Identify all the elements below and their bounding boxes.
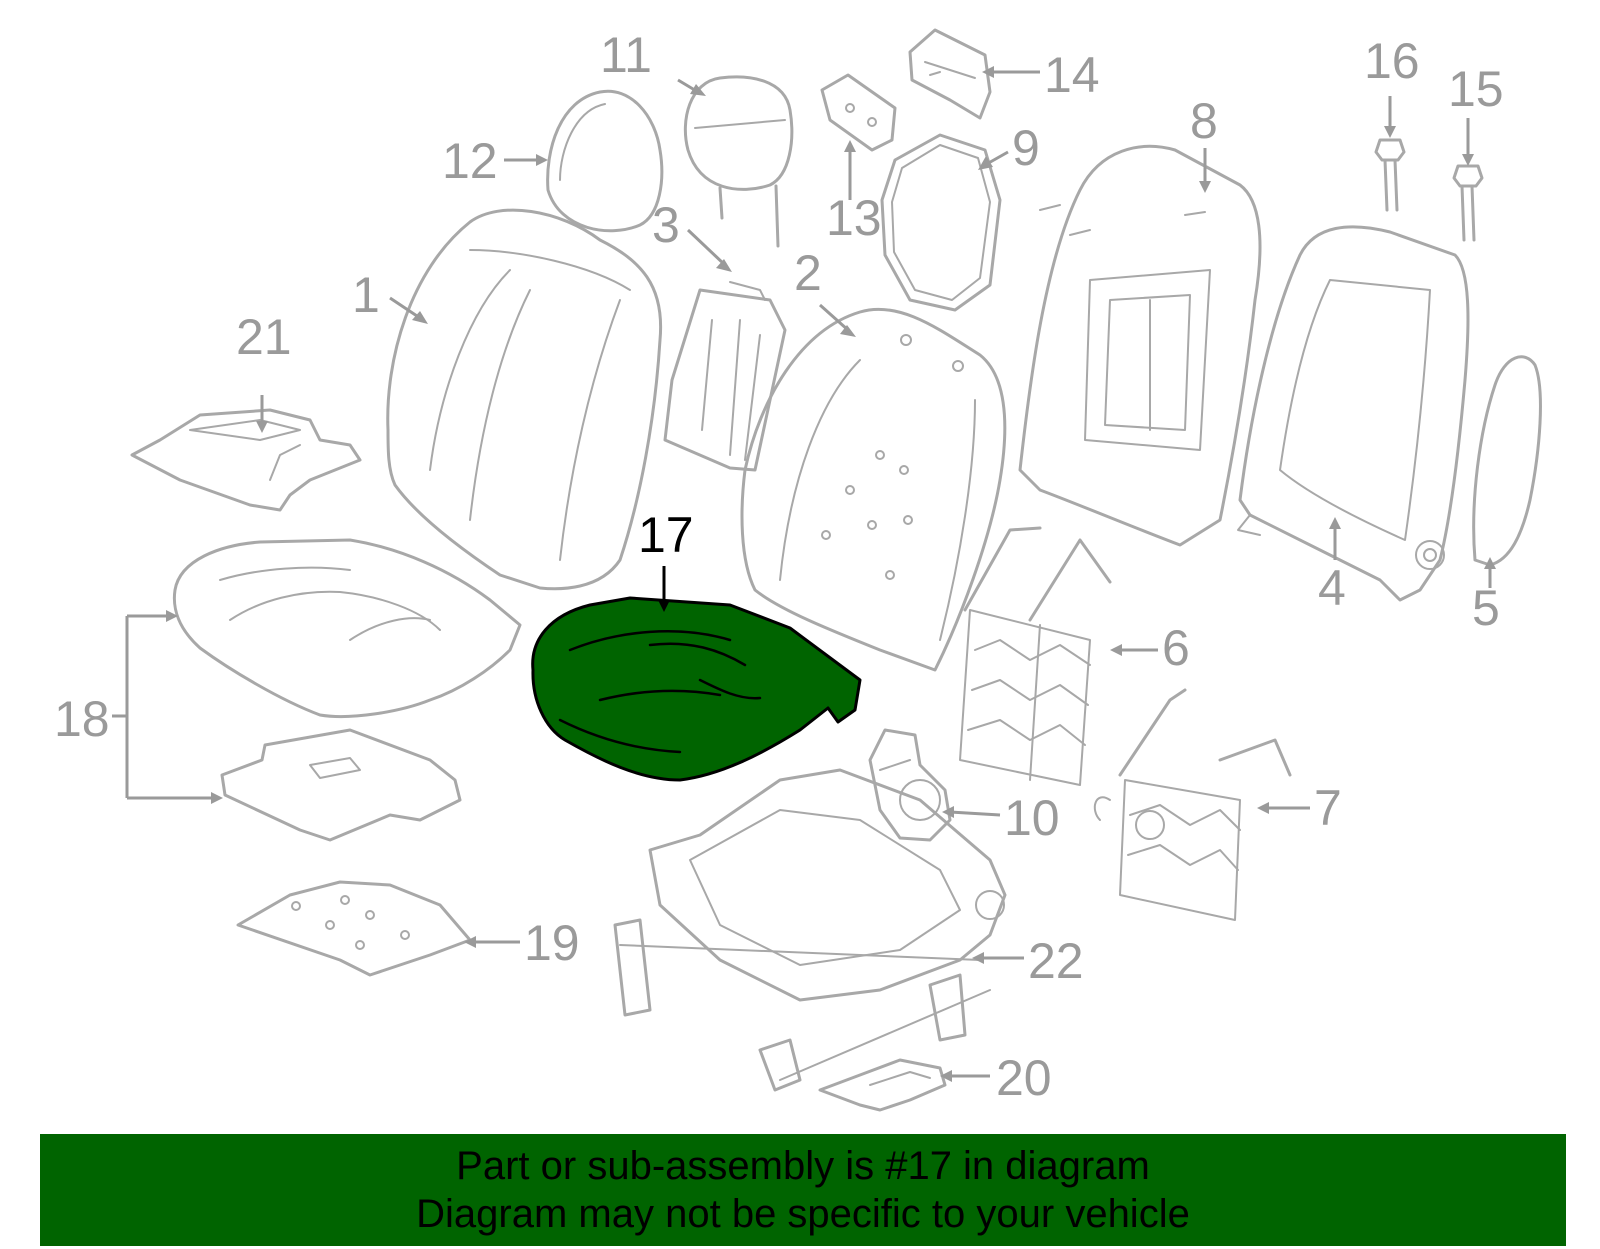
part-16-pin <box>1374 138 1406 212</box>
leader-lines <box>112 70 1492 1078</box>
callout-3: 3 <box>652 197 680 253</box>
part-21-panel <box>130 408 362 512</box>
part-1-seatback-cover <box>386 208 663 591</box>
part-18-seat-pan <box>220 728 462 842</box>
callout-2: 2 <box>794 245 822 301</box>
callout-11: 11 <box>600 27 652 83</box>
part-5-side-panel <box>1472 355 1542 567</box>
callout-8: 8 <box>1190 93 1218 149</box>
callout-16: 16 <box>1364 33 1420 89</box>
banner-line-1: Part or sub-assembly is #17 in diagram <box>456 1144 1150 1188</box>
arrowhead-17 <box>658 600 670 612</box>
part-12-headrest <box>546 89 664 233</box>
part-7-spring-mat <box>1093 688 1292 921</box>
part-14-bracket <box>908 28 992 120</box>
callout-17: 17 <box>638 507 694 563</box>
callout-12: 12 <box>442 133 498 189</box>
part-8-back-panel <box>1018 144 1262 547</box>
banner-line-2: Diagram may not be specific to your vehi… <box>416 1192 1190 1236</box>
part-15-pin <box>1452 164 1484 242</box>
part-20-bracket <box>818 1058 947 1112</box>
callout-13: 13 <box>826 190 882 246</box>
part-6-spring-mat <box>959 526 1112 786</box>
part-13-bracket <box>820 73 897 152</box>
part-4-seatback-frame <box>1237 225 1470 602</box>
part-22-seat-track <box>613 768 1007 1092</box>
callout-7: 7 <box>1314 780 1342 836</box>
arrowheads <box>166 66 1496 1082</box>
callout-14: 14 <box>1044 47 1100 103</box>
part-9-trim-ring <box>880 133 1002 312</box>
part-3-pad <box>663 281 787 472</box>
callout-5: 5 <box>1472 580 1500 636</box>
callout-20: 20 <box>996 1050 1052 1106</box>
callout-22: 22 <box>1028 933 1084 989</box>
callout-21: 21 <box>236 309 292 365</box>
callout-15: 15 <box>1448 61 1504 117</box>
part-10-lumbar <box>868 728 952 842</box>
info-banner: Part or sub-assembly is #17 in diagram D… <box>40 1134 1566 1246</box>
part-18-seat-cover <box>172 538 522 718</box>
callout-1: 1 <box>352 267 380 323</box>
callout-18: 18 <box>54 691 110 747</box>
part-11-headrest <box>683 75 794 248</box>
callout-6: 6 <box>1162 620 1190 676</box>
callout-9: 9 <box>1012 120 1040 176</box>
part-19-pad <box>236 880 472 977</box>
callout-numbers: 1 2 3 4 5 6 7 8 9 10 11 12 13 14 15 16 1… <box>54 27 1504 1106</box>
callout-10: 10 <box>1004 790 1060 846</box>
part-17-seat-cushion-pad <box>531 596 862 782</box>
callout-4: 4 <box>1318 560 1346 616</box>
callout-19: 19 <box>524 915 580 971</box>
part-2-seatback-cushion <box>740 307 1007 672</box>
